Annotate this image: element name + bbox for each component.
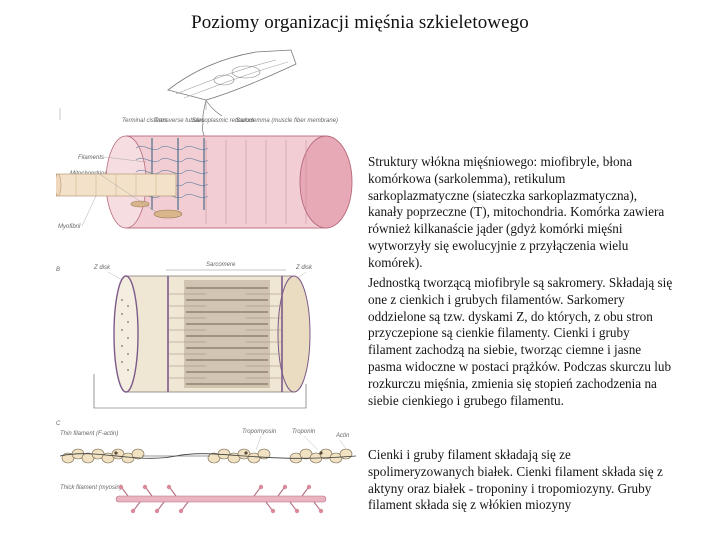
- muscle-fiber-panel: Terminal cisterns Transverse tubules Sar…: [56, 108, 353, 230]
- filaments-panel: C Thin filament (F-actin) Tropomyosin Tr…: [56, 421, 357, 514]
- svg-text:Myofibril: Myofibril: [58, 224, 81, 230]
- slide-title: Poziomy organizacji mięśnia szkieletoweg…: [191, 12, 529, 33]
- svg-text:C: C: [56, 421, 61, 427]
- svg-text:Sarcomere: Sarcomere: [206, 262, 236, 268]
- svg-text:Troponin: Troponin: [292, 429, 316, 435]
- muscle-bundle-sketch: [167, 49, 297, 125]
- svg-text:Transverse tubules: Transverse tubules: [154, 118, 205, 124]
- svg-text:Tropomyosin: Tropomyosin: [242, 429, 277, 435]
- svg-text:Terminal cisterns: Terminal cisterns: [122, 118, 167, 124]
- svg-text:Z disk: Z disk: [295, 265, 313, 271]
- svg-text:Actin: Actin: [335, 433, 350, 439]
- sarcomere-paragraph: Jednostką tworzącą miofibryle są sakrome…: [368, 275, 673, 408]
- muscle-illustration: Terminal cisterns Transverse tubules Sar…: [56, 49, 357, 514]
- svg-text:Thin filament (F-actin): Thin filament (F-actin): [60, 431, 118, 437]
- svg-text:Sarcolemma (muscle fiber membr: Sarcolemma (muscle fiber membrane): [236, 118, 338, 124]
- svg-text:Thick filament (myosin): Thick filament (myosin): [60, 485, 122, 491]
- svg-text:Filaments: Filaments: [78, 155, 104, 161]
- fiber-structure-paragraph: Struktury włókna mięśniowego: miofibryle…: [368, 154, 665, 270]
- svg-text:Sarcoplasmic reticulum: Sarcoplasmic reticulum: [192, 118, 254, 124]
- sarcomere-panel: B Z disk Sarcomere Z disk: [56, 262, 313, 409]
- svg-text:Z disk: Z disk: [93, 265, 111, 271]
- filaments-paragraph: Cienki i gruby filament składają się ze …: [368, 447, 663, 513]
- muscle-organization-figure: Terminal cisterns Transverse tubules Sar…: [56, 44, 361, 534]
- svg-text:B: B: [56, 267, 60, 273]
